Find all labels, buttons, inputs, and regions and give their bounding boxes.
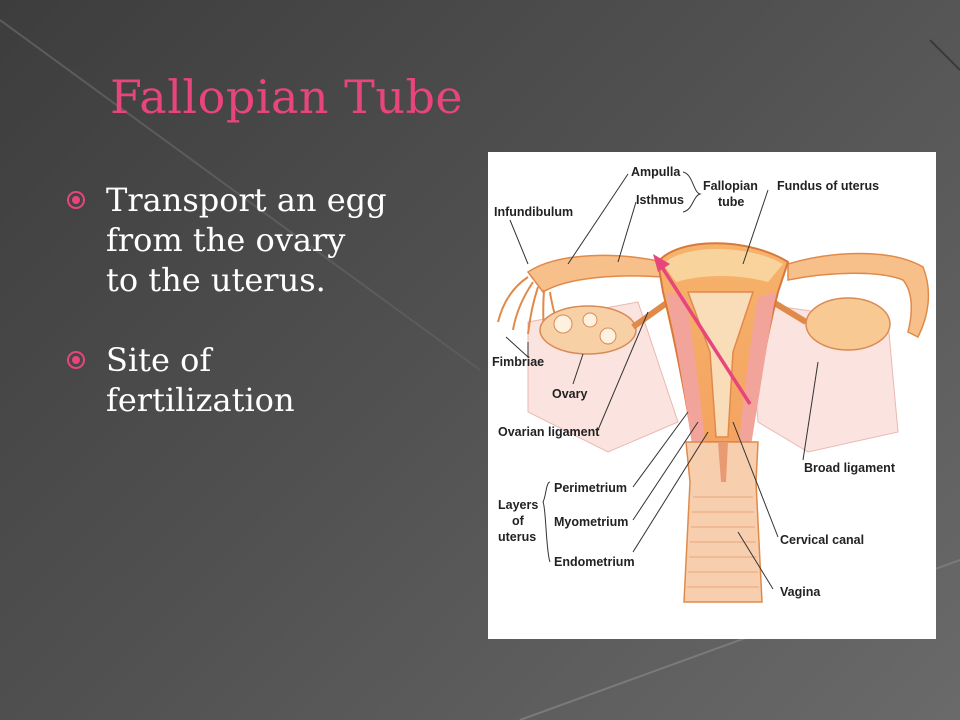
vagina-rugae	[687, 496, 759, 588]
label-isthmus: Isthmus	[636, 193, 684, 207]
highlight-arrow	[658, 263, 752, 405]
label-fallopian-tube: tube	[718, 195, 744, 209]
label-layers: uterus	[498, 530, 536, 544]
label-fallopian-tube: Fallopian	[703, 179, 758, 193]
follicle	[599, 327, 617, 345]
label-layers: of	[512, 514, 525, 528]
leader-lines	[505, 171, 819, 590]
label-cervical-canal: Cervical canal	[780, 533, 864, 547]
cervical-canal-shape	[718, 442, 728, 482]
label-perimetrium: Perimetrium	[554, 481, 627, 495]
label-endometrium: Endometrium	[554, 555, 635, 569]
slide-title: Fallopian Tube	[110, 70, 464, 124]
fallopian-tube-right	[787, 252, 930, 339]
arrow-head-icon	[653, 254, 670, 272]
ovarian-ligament-right	[771, 299, 808, 325]
label-myometrium: Myometrium	[554, 515, 628, 529]
bullet-circle-icon	[67, 351, 85, 369]
fundus-texture	[663, 249, 783, 282]
fallopian-tube-left	[526, 254, 664, 293]
label-fundus: Fundus of uterus	[777, 179, 879, 193]
label-ovary: Ovary	[552, 387, 587, 401]
label-vagina: Vagina	[780, 585, 821, 599]
label-ampulla: Ampulla	[631, 165, 681, 179]
bullet-text: Site of fertilization	[106, 341, 295, 419]
label-ovarian-ligament: Ovarian ligament	[498, 425, 600, 439]
follicle	[553, 314, 573, 334]
uterine-cavity	[686, 291, 755, 438]
myometrium-right	[738, 292, 776, 452]
anatomy-drawing: Ampulla Isthmus Fallopian tube Fundus of…	[492, 165, 930, 603]
myometrium-left	[666, 292, 706, 452]
label-infundibulum: Infundibulum	[494, 205, 573, 219]
bullet-text: Transport an egg from the ovary to the u…	[106, 181, 387, 299]
bullet-list: Transport an egg from the ovary to the u…	[66, 180, 446, 460]
bullet-circle-icon	[67, 191, 85, 209]
label-layers: Layers	[498, 498, 538, 512]
follicle	[582, 312, 598, 328]
bullet-item: Site of fertilization	[66, 340, 446, 420]
label-broad-ligament: Broad ligament	[804, 461, 896, 475]
vagina-shape	[683, 441, 763, 603]
bullet-item: Transport an egg from the ovary to the u…	[66, 180, 446, 300]
ovarian-ligament-left	[631, 299, 670, 330]
label-fimbriae: Fimbriae	[492, 355, 544, 369]
ovary-right	[805, 297, 891, 351]
uterus-diagram: Ampulla Isthmus Fallopian tube Fundus of…	[488, 152, 936, 639]
